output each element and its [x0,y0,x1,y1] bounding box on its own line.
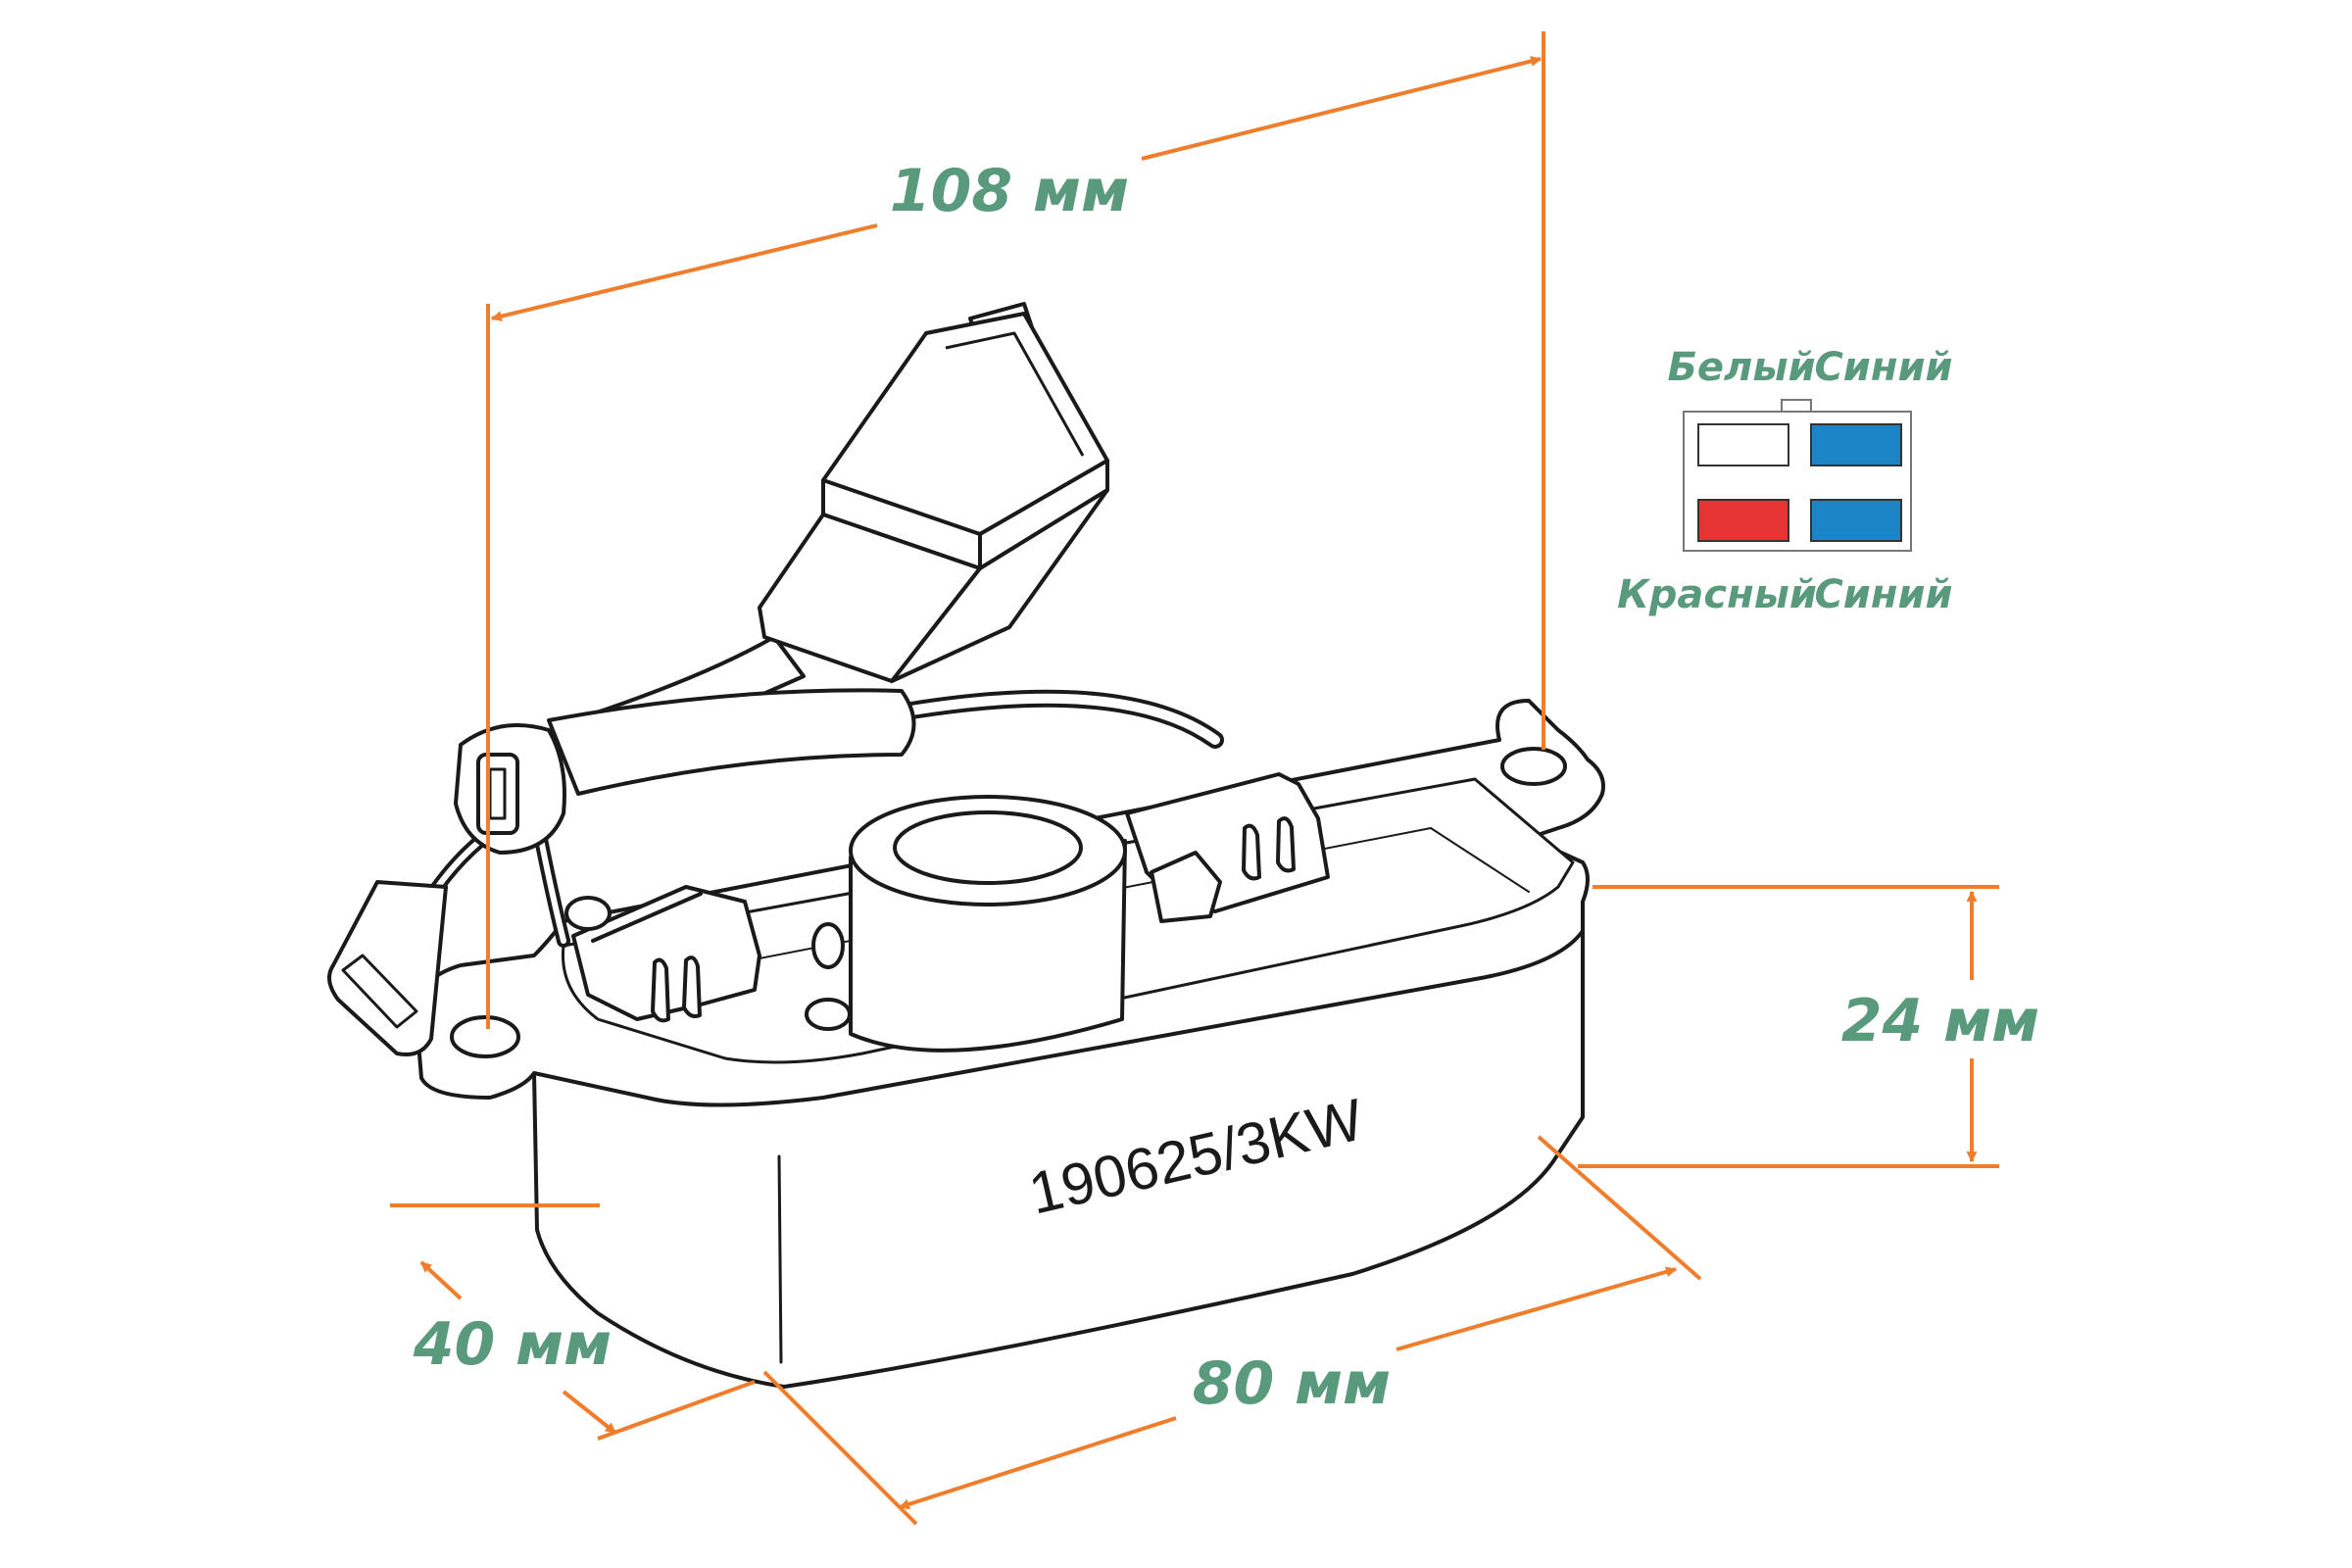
dim-40-arrow-up [419,1260,463,1300]
dim-label-24: 24 мм [1841,987,2039,1055]
dim-108-arrow-right [1141,56,1543,161]
legend-label-white: Белый [1667,345,1815,390]
extension-line-width-bottom [597,1380,756,1441]
connector-legend: Белый Синий Красный Синий [1617,345,1952,617]
dim-label-40: 40 мм [413,1310,612,1379]
extension-line-length-left [762,1370,918,1526]
pin-blue-top [1810,423,1902,466]
extension-line-length-right [1537,1135,1702,1281]
pin-blue-bottom [1810,499,1902,542]
spade-terminal [327,880,448,1056]
dim-label-108: 108 мм [890,157,1129,225]
main-connector [758,302,1109,683]
legend-label-blue-bottom: Синий [1814,572,1952,617]
dim-80-arrow-right [1396,1266,1678,1351]
regulator-housing [414,699,1605,1389]
dimension-lines [390,31,1999,1526]
pin-red [1697,499,1789,542]
legend-label-red: Красный [1617,572,1817,617]
dim-80-arrow-left [898,1416,1177,1510]
dim-40-arrow-down [562,1390,617,1435]
legend-label-blue-top: Синий [1814,345,1952,390]
pin-white [1697,423,1789,466]
dim-label-80: 80 мм [1193,1349,1391,1418]
side-connector [454,723,566,855]
dim-108-arrow-left [490,223,878,322]
